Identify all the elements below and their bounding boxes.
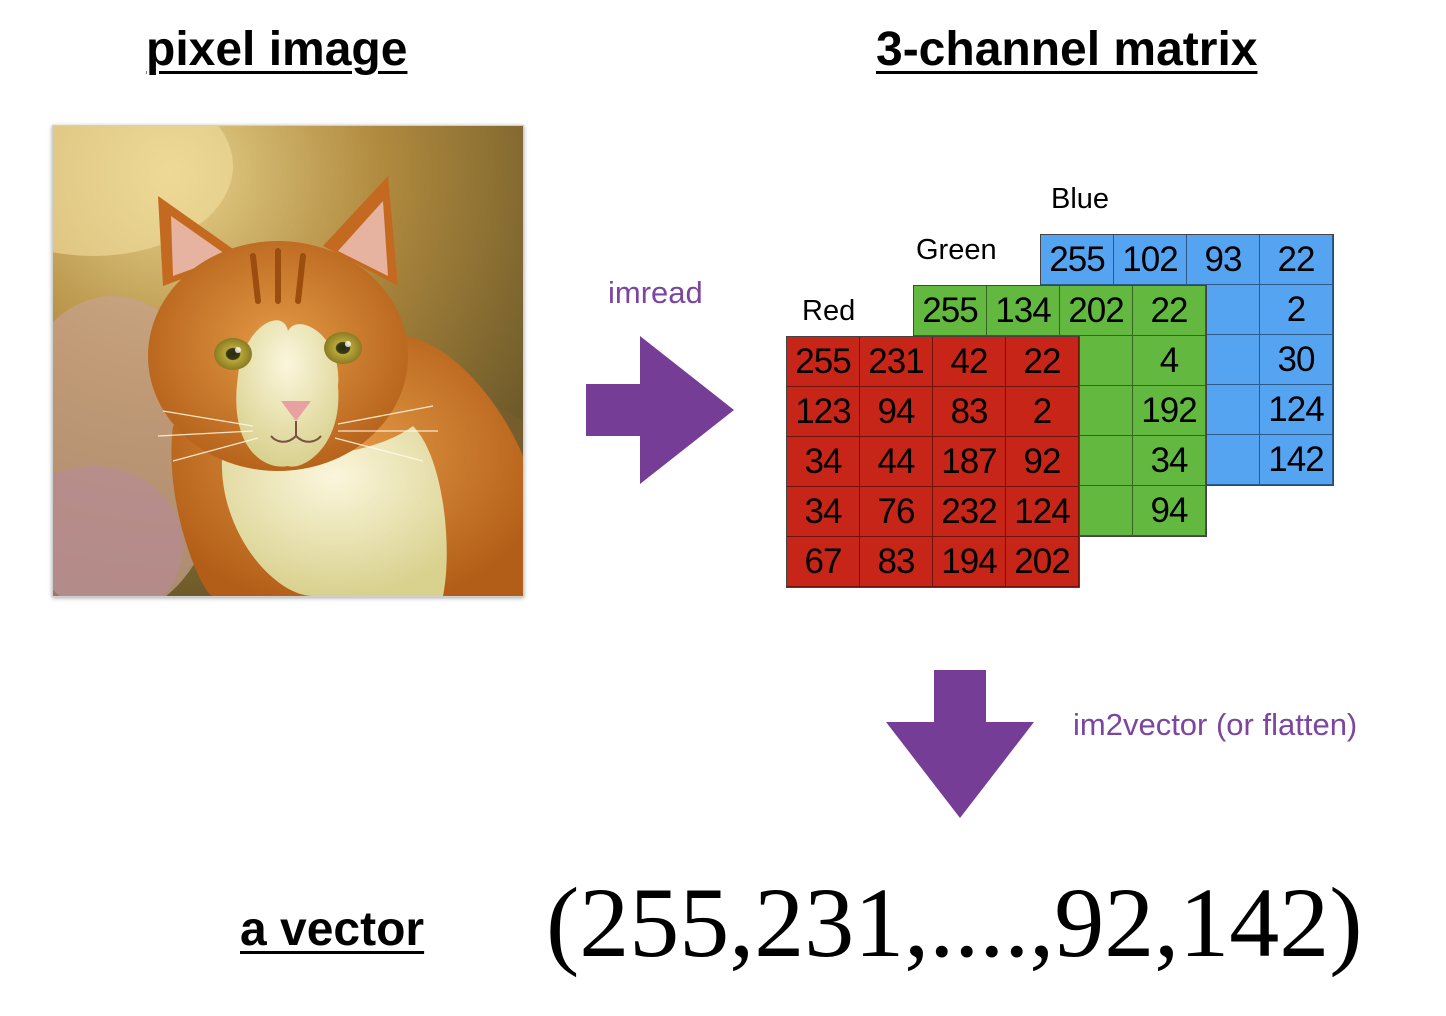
vector-value: (255,231,....,92,142): [546, 867, 1363, 978]
flatten-label: im2vector (or flatten): [1073, 707, 1358, 742]
blue-matrix-cell: 142: [1260, 435, 1333, 485]
green-matrix-cell: [1060, 486, 1133, 536]
arrow-down-icon: [886, 670, 1034, 818]
blue-matrix-cell: 2: [1260, 285, 1333, 335]
red-matrix-cell: 42: [933, 337, 1006, 387]
red-matrix-cell: 76: [860, 487, 933, 537]
blue-matrix-cell: 102: [1114, 235, 1187, 285]
green-matrix-cell: [1060, 436, 1133, 486]
red-matrix-cell: 2: [1006, 387, 1079, 437]
blue-matrix-cell: [1187, 285, 1260, 335]
pixel-image-heading: pixel image: [146, 23, 408, 76]
blue-matrix-cell: [1187, 335, 1260, 385]
channel-matrix-heading: 3-channel matrix: [876, 23, 1258, 76]
red-matrix-cell: 202: [1006, 537, 1079, 587]
red-matrix-cell: 22: [1006, 337, 1079, 387]
red-matrix-cell: 94: [860, 387, 933, 437]
red-matrix-cell: 255: [787, 337, 860, 387]
red-matrix-cell: 123: [787, 387, 860, 437]
red-matrix-cell: 83: [860, 537, 933, 587]
blue-channel-label: Blue: [1051, 183, 1110, 215]
blue-matrix-cell: 93: [1187, 235, 1260, 285]
red-matrix-cell: 92: [1006, 437, 1079, 487]
green-matrix-cell: 255: [914, 286, 987, 336]
green-matrix-cell: 22: [1133, 286, 1206, 336]
imread-label: imread: [608, 275, 703, 310]
red-matrix-cell: 34: [787, 437, 860, 487]
red-matrix-cell: 187: [933, 437, 1006, 487]
red-matrix-cell: 124: [1006, 487, 1079, 537]
red-matrix-cell: 232: [933, 487, 1006, 537]
red-matrix-cell: 34: [787, 487, 860, 537]
green-matrix-cell: [1060, 336, 1133, 386]
green-matrix-cell: 192: [1133, 386, 1206, 436]
green-matrix-cell: 202: [1060, 286, 1133, 336]
cat-photo: [52, 125, 524, 597]
vector-heading: a vector: [240, 903, 425, 956]
blue-matrix-cell: 30: [1260, 335, 1333, 385]
red-matrix-cell: 231: [860, 337, 933, 387]
green-channel-label: Green: [916, 234, 997, 266]
green-matrix-cell: 4: [1133, 336, 1206, 386]
green-matrix-cell: 34: [1133, 436, 1206, 486]
blue-matrix-cell: 124: [1260, 385, 1333, 435]
red-matrix-cell: 67: [787, 537, 860, 587]
red-matrix-cell: 194: [933, 537, 1006, 587]
blue-matrix-cell: 255: [1041, 235, 1114, 285]
red-matrix-cell: 44: [860, 437, 933, 487]
green-matrix-cell: [1060, 386, 1133, 436]
blue-matrix-cell: [1187, 435, 1260, 485]
blue-matrix-cell: [1187, 385, 1260, 435]
red-matrix-cell: 83: [933, 387, 1006, 437]
green-matrix-cell: 134: [987, 286, 1060, 336]
blue-matrix-cell: 22: [1260, 235, 1333, 285]
red-channel-label: Red: [802, 295, 856, 327]
arrow-right-icon: [586, 336, 734, 484]
green-matrix-cell: 94: [1133, 486, 1206, 536]
